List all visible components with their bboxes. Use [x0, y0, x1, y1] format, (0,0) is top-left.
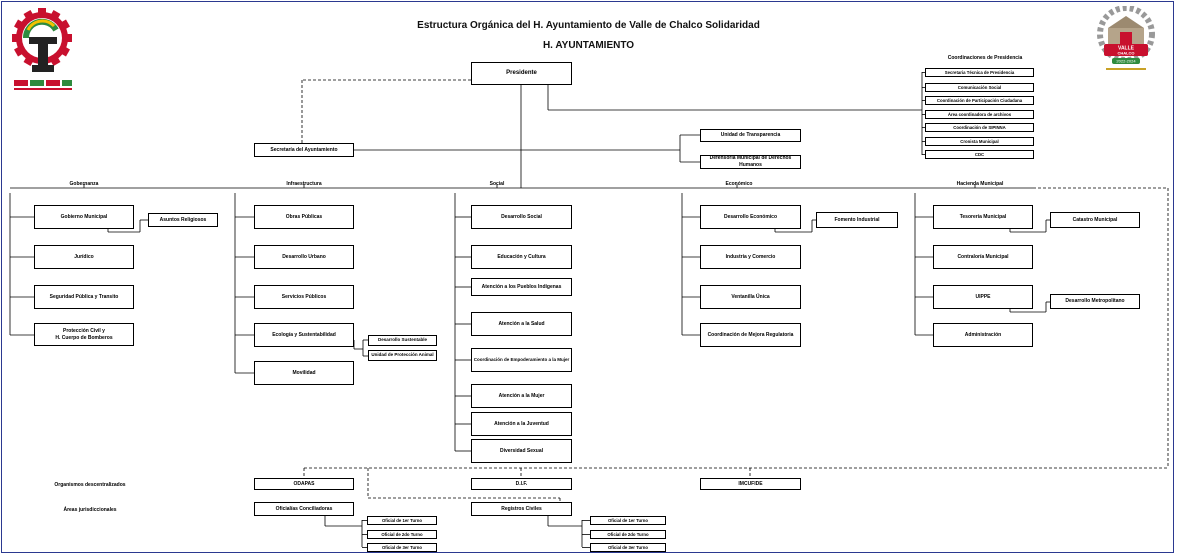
valle-chalco-logo: VALLE CHALCO 2022-2024 — [1097, 6, 1155, 70]
infra-box-2: Desarrollo Urbano — [254, 245, 354, 269]
infra-box-5: Movilidad — [254, 361, 354, 385]
social-box-3: Atención a los Pueblos Indígenas — [471, 278, 572, 296]
logo-line1: VALLE — [1118, 46, 1135, 52]
hac-box-3: UIPPE — [933, 285, 1033, 309]
catastro-box: Catastro Municipal — [1050, 212, 1140, 228]
eco-box-4: Coordinación de Mejora Regulatoria — [700, 323, 801, 347]
coord-box-5: Coordinación de SIPINNA — [925, 123, 1034, 132]
gob-box-4: Protección Civil y H. Cuerpo de Bomberos — [34, 323, 134, 346]
eco-box-1: Desarrollo Económico — [700, 205, 801, 229]
social-box-4: Atención a la Salud — [471, 312, 572, 336]
eco-box-2: Industria y Comercio — [700, 245, 801, 269]
hac-box-1: Tesorería Municipal — [933, 205, 1033, 229]
registros-turno-2: Oficial de 2do Turno — [590, 530, 666, 539]
page-title: Estructura Orgánica del H. Ayuntamiento … — [417, 20, 760, 31]
area-gobernanza: Gobernanza — [69, 181, 99, 187]
area-hacienda: Hacienda Municipal — [956, 181, 1004, 187]
oficialias-turno-1: Oficial de 1er Turno — [367, 516, 437, 525]
municipal-emblem-logo — [12, 8, 72, 90]
registros-turno-3: Oficial de 3er Turno — [590, 543, 666, 552]
coord-box-6: Cronista Municipal — [925, 137, 1034, 146]
gob-box-3: Seguridad Pública y Transito — [34, 285, 134, 309]
coord-box-3: Coordinación de Participación Ciudadana — [925, 96, 1034, 105]
secretaria-box: Secretaría del Ayuntamiento — [254, 143, 354, 157]
coord-header: Coordinaciones de Presidencia — [947, 55, 1023, 61]
social-box-7: Atención a la Juventud — [471, 412, 572, 436]
oficialias-box: Oficialías Conciliadoras — [254, 502, 354, 516]
desarrollo-sust-box: Desarrollo Sustentable — [368, 335, 437, 346]
infra-box-4: Ecología y Sustentabilidad — [254, 323, 354, 347]
logo-years: 2022-2024 — [1116, 59, 1136, 64]
coord-box-2: Comunicación Social — [925, 83, 1034, 92]
dif-box: D.I.F. — [471, 478, 572, 490]
areas-jur-label: Áreas jurisdiccionales — [63, 507, 117, 513]
hac-box-2: Contraloría Municipal — [933, 245, 1033, 269]
metropolitano-box: Desarrollo Metropolitano — [1050, 294, 1140, 309]
social-box-5: Coordinación de Empoderamiento a la Muje… — [471, 348, 572, 372]
eco-box-3: Ventanilla Única — [700, 285, 801, 309]
registros-turno-1: Oficial de 1er Turno — [590, 516, 666, 525]
coord-box-1: Secretaria Técnica de Presidencia — [925, 68, 1034, 77]
hac-box-4: Administración — [933, 323, 1033, 347]
coord-box-4: Área coordinadora de archivos — [925, 110, 1034, 119]
coord-box-7: CDC — [925, 150, 1034, 159]
odapas-box: ODAPAS — [254, 478, 354, 490]
area-social: Social — [489, 181, 505, 187]
proteccion-animal-box: Unidad de Protección Animal — [368, 350, 437, 361]
social-box-8: Diversidad Sexual — [471, 439, 572, 463]
oficialias-turno-2: Oficial de 2do Turno — [367, 530, 437, 539]
social-box-6: Atención a la Mujer — [471, 384, 572, 408]
organismos-label: Organismos descentralizados — [54, 482, 126, 488]
asuntos-box: Asuntos Religiosos — [148, 213, 218, 227]
oficialias-turno-3: Oficial de 3er Turno — [367, 543, 437, 552]
infra-box-3: Servicios Públicos — [254, 285, 354, 309]
imcufide-box: IMCUFIDE — [700, 478, 801, 490]
gob-box-2: Jurídico — [34, 245, 134, 269]
presidente-box: Presidente — [471, 62, 572, 85]
gob-box-1: Gobierno Municipal — [34, 205, 134, 229]
page-subtitle: H. AYUNTAMIENTO — [542, 40, 635, 51]
logo-line2: CHALCO — [1117, 51, 1134, 56]
fomento-box: Fomento Industrial — [816, 212, 898, 228]
transparencia-box: Unidad de Transparencia — [700, 129, 801, 142]
infra-box-1: Obras Públicas — [254, 205, 354, 229]
social-box-1: Desarrollo Social — [471, 205, 572, 229]
area-infraestructura: Infraestructura — [286, 181, 322, 187]
registros-box: Registros Civiles — [471, 502, 572, 516]
area-economico: Económico — [725, 181, 753, 187]
defensoria-box: Defensoría Municipal de Derechos Humanos — [700, 155, 801, 169]
social-box-2: Educación y Cultura — [471, 245, 572, 269]
